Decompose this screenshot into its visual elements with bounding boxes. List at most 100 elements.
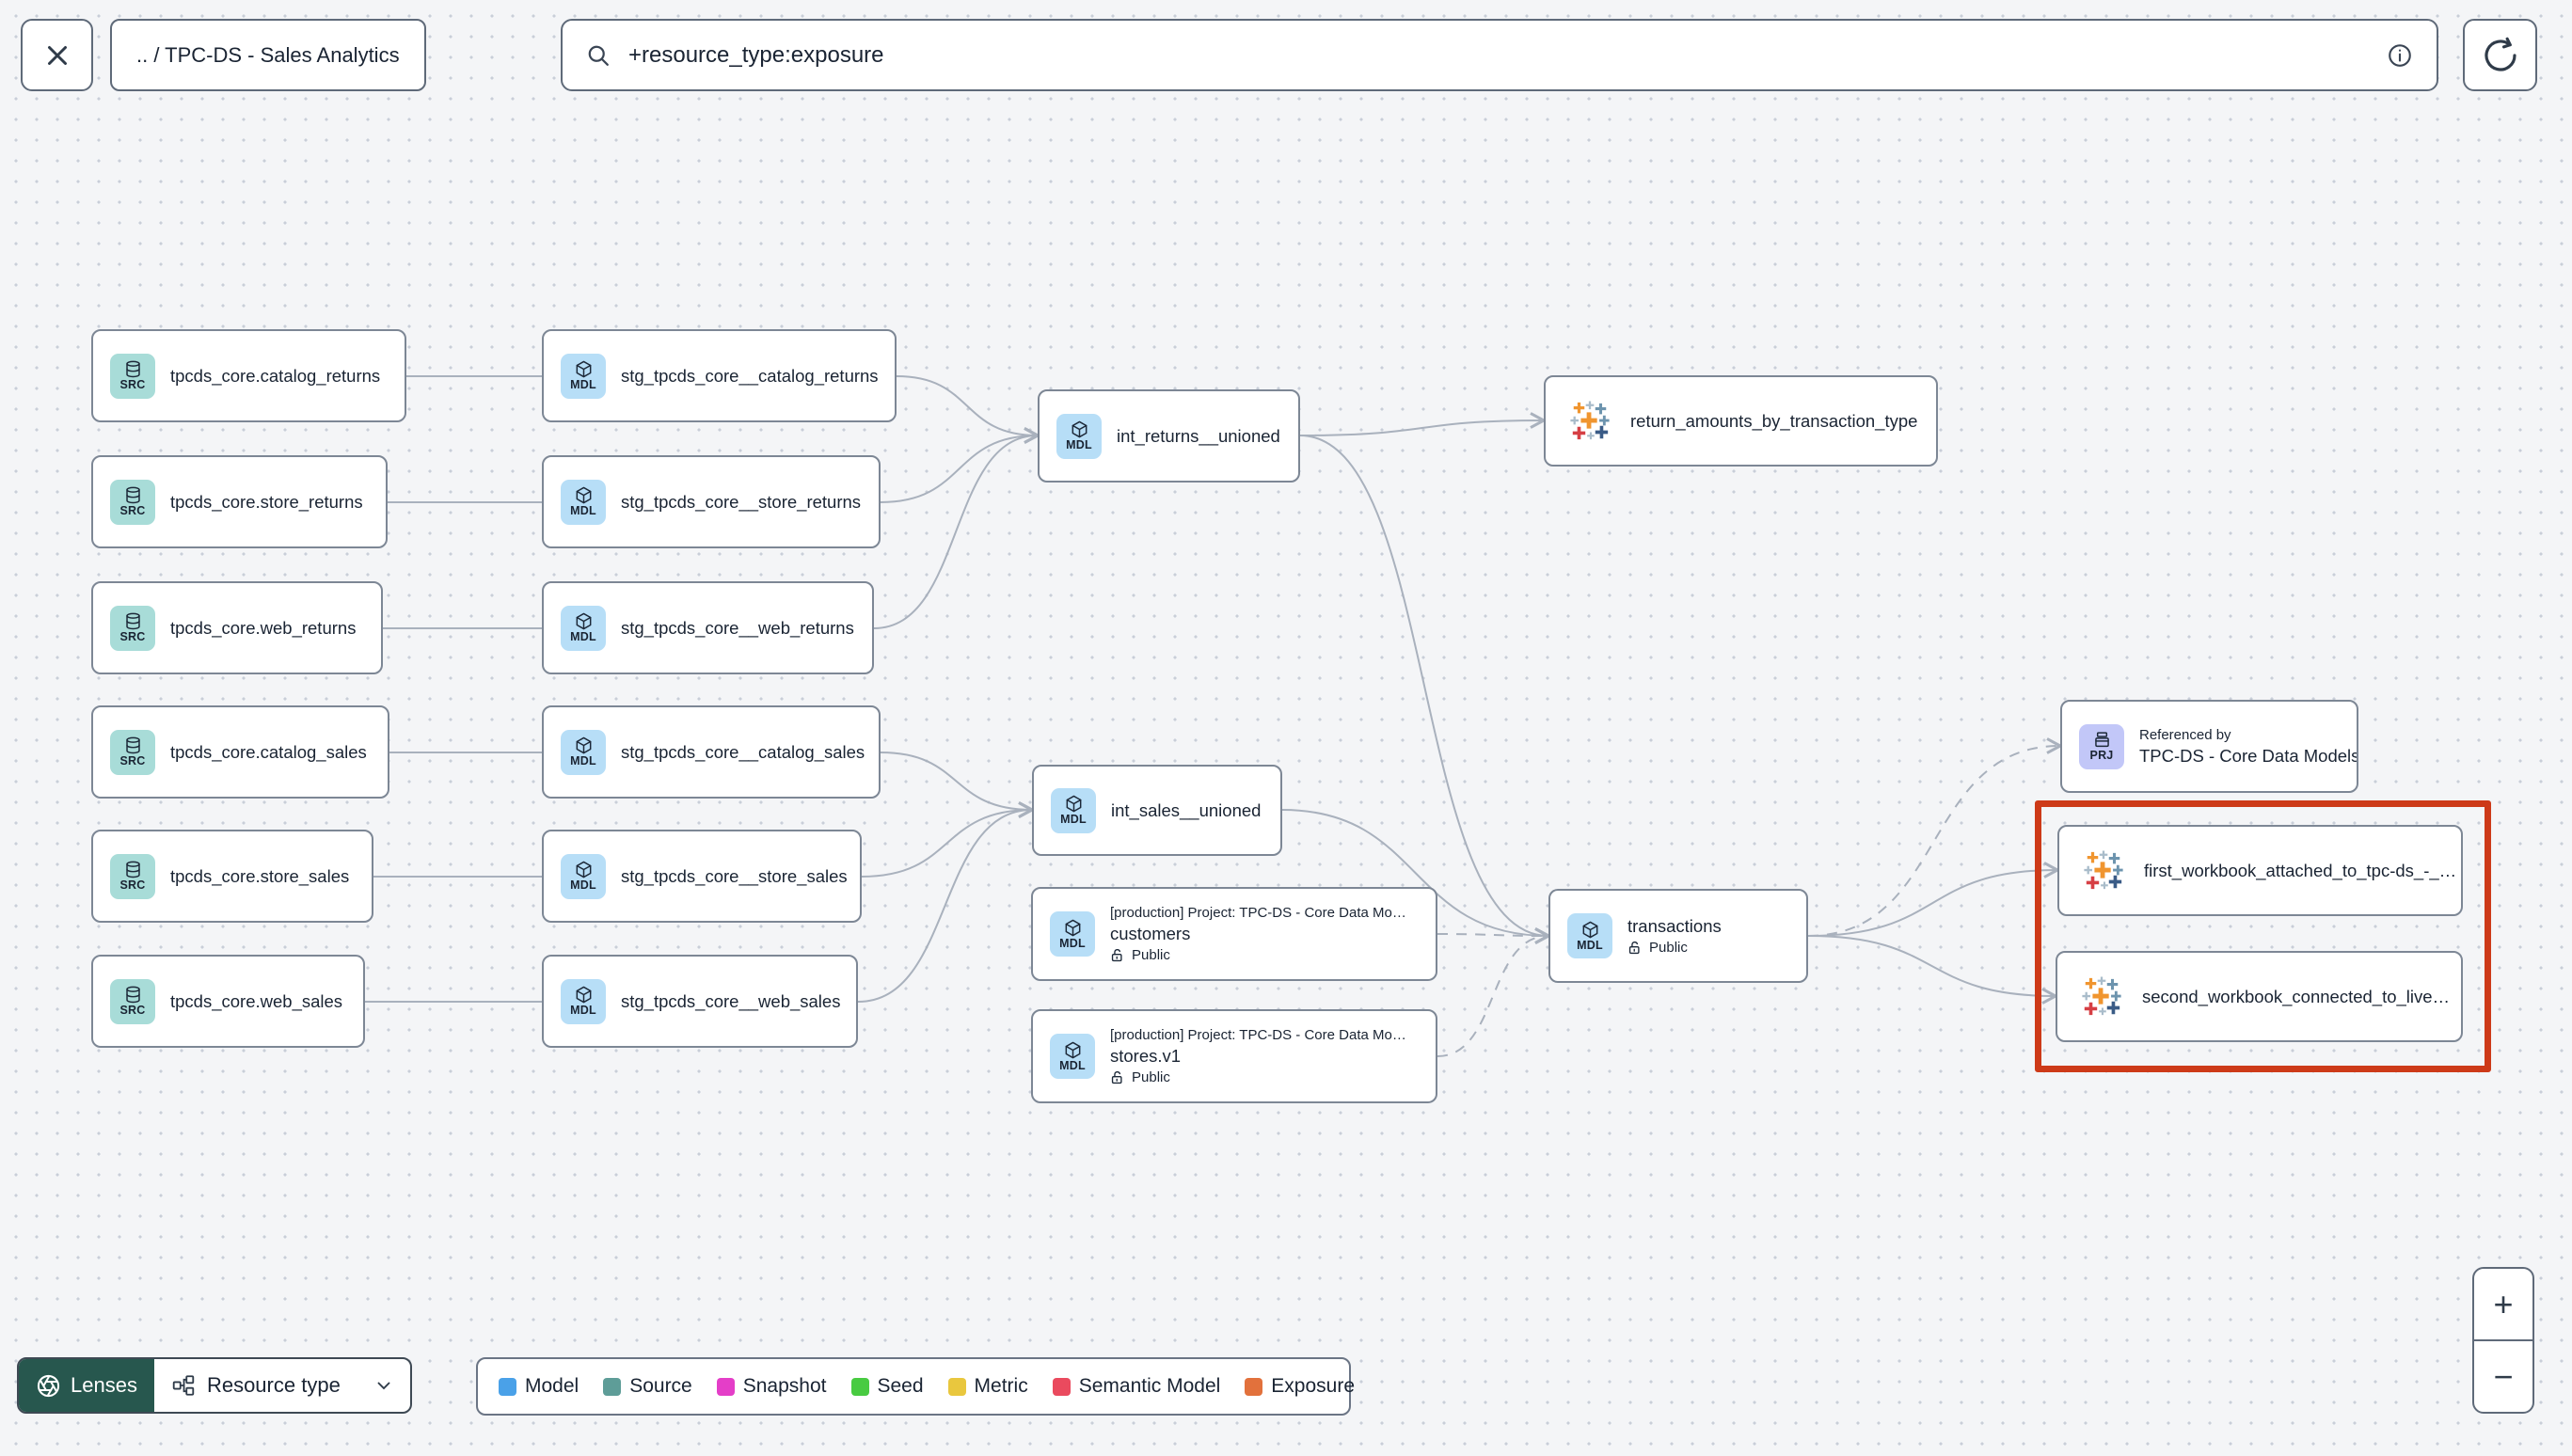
node-label: int_sales__unioned: [1111, 799, 1262, 820]
node-label: first_workbook_attached_to_tpc-ds_-_…: [2144, 860, 2457, 880]
badge-label: SRC: [119, 504, 146, 518]
resource-type-dropdown[interactable]: Resource type: [154, 1359, 410, 1412]
database-icon: [123, 359, 143, 379]
node-label: stg_tpcds_core__web_sales: [621, 990, 841, 1011]
node-exposure-second-workbook[interactable]: second_workbook_connected_to_live…: [2056, 951, 2463, 1042]
badge-label: MDL: [1059, 1058, 1086, 1072]
badge-label: PRJ: [2089, 749, 2114, 763]
cube-icon: [574, 860, 594, 879]
cube-icon: [1580, 920, 1600, 940]
info-icon[interactable]: [2386, 41, 2414, 70]
search-input[interactable]: [627, 40, 2386, 70]
hierarchy-icon: [171, 1373, 196, 1398]
unlock-icon: [1110, 947, 1126, 963]
zoom-out-button[interactable]: −: [2493, 1356, 2514, 1396]
resource-badge: MDL: [561, 605, 606, 651]
lenses-button[interactable]: Lenses: [19, 1359, 154, 1412]
badge-label: SRC: [119, 630, 146, 644]
unlock-icon: [1110, 1069, 1126, 1085]
resource-badge: MDL: [561, 978, 606, 1024]
legend-label: Semantic Model: [1078, 1375, 1221, 1397]
resource-badge: MDL: [561, 353, 606, 399]
database-icon: [123, 485, 143, 505]
node-topline: [production] Project: TPC-DS - Core Data…: [1110, 1027, 1406, 1043]
node-label: tpcds_core.store_sales: [170, 865, 350, 886]
cube-icon: [574, 359, 594, 379]
node-access: Public: [1110, 947, 1406, 963]
zoom-in-button[interactable]: +: [2474, 1269, 2532, 1341]
cube-icon: [1070, 419, 1089, 439]
resource-badge: MDL: [1056, 413, 1102, 459]
legend-item: Metric: [947, 1375, 1028, 1398]
close-icon: [41, 40, 73, 71]
node-label: transactions: [1627, 916, 1722, 936]
node-exposure-return-amounts[interactable]: return_amounts_by_transaction_type: [1544, 375, 1938, 467]
lineage-edge-dashed: [1437, 936, 1548, 1057]
refresh-button[interactable]: [2463, 19, 2537, 91]
tableau-icon: [2082, 849, 2125, 893]
lens-controls: Lenses Resource type: [17, 1357, 412, 1414]
lineage-edge: [1299, 420, 1544, 436]
lenses-label: Lenses: [71, 1373, 137, 1397]
legend-item: Snapshot: [716, 1375, 827, 1398]
node-stg-web-sales[interactable]: MDL stg_tpcds_core__web_sales: [542, 955, 858, 1048]
node-label: customers: [1110, 924, 1191, 943]
resource-badge: SRC: [110, 605, 155, 651]
lineage-edge: [1299, 435, 1548, 936]
zoom-panel: + −: [2472, 1267, 2534, 1414]
badge-label: MDL: [1066, 438, 1092, 452]
chevron-down-icon: [373, 1374, 395, 1397]
node-label: stg_tpcds_core__catalog_sales: [621, 741, 865, 762]
node-stores-v1[interactable]: MDL [production] Project: TPC-DS - Core D…: [1031, 1009, 1437, 1103]
search-bar[interactable]: [561, 19, 2438, 91]
legend-item: Model: [499, 1375, 579, 1398]
archive-icon: [2092, 730, 2112, 750]
badge-label: MDL: [570, 378, 596, 392]
legend-label: Seed: [877, 1375, 924, 1397]
badge-label: MDL: [570, 504, 596, 518]
legend-bar: Model Source Snapshot Seed Metric Semant…: [476, 1357, 1355, 1416]
node-label: return_amounts_by_transaction_type: [1630, 410, 1918, 431]
breadcrumb[interactable]: .. / TPC-DS - Sales Analytics: [110, 19, 426, 91]
legend-label: Snapshot: [742, 1375, 827, 1397]
lineage-edge: [896, 375, 1038, 435]
badge-label: SRC: [119, 378, 146, 392]
legend-label: Metric: [974, 1375, 1028, 1397]
cube-icon: [574, 611, 594, 631]
lineage-edge: [873, 435, 1038, 629]
node-label: tpcds_core.web_sales: [170, 990, 343, 1011]
database-icon: [123, 611, 143, 631]
node-stg-store-returns[interactable]: MDL stg_tpcds_core__store_returns: [542, 455, 881, 548]
node-src-store-sales[interactable]: SRC tpcds_core.store_sales: [91, 830, 373, 923]
node-label: stg_tpcds_core__store_returns: [621, 491, 862, 512]
lineage-edge: [1281, 809, 1548, 936]
badge-label: MDL: [570, 878, 596, 893]
node-customers[interactable]: MDL[production] Project: TPC-DS - Core D…: [1031, 887, 1437, 981]
access-label: Public: [1132, 947, 1170, 963]
legend-label: Source: [629, 1375, 692, 1397]
node-exposure-first-workbook[interactable]: first_workbook_attached_to_tpc-ds_-_…: [2057, 825, 2463, 916]
legend-swatch: [716, 1377, 735, 1396]
cube-icon: [574, 736, 594, 755]
badge-label: SRC: [119, 878, 146, 893]
legend-item: Seed: [850, 1375, 924, 1398]
node-label: second_workbook_connected_to_live…: [2142, 986, 2451, 1006]
node-topline: [production] Project: TPC-DS - Core Data…: [1110, 905, 1406, 921]
close-button[interactable]: [21, 19, 93, 91]
resource-badge: MDL: [1050, 1034, 1095, 1079]
